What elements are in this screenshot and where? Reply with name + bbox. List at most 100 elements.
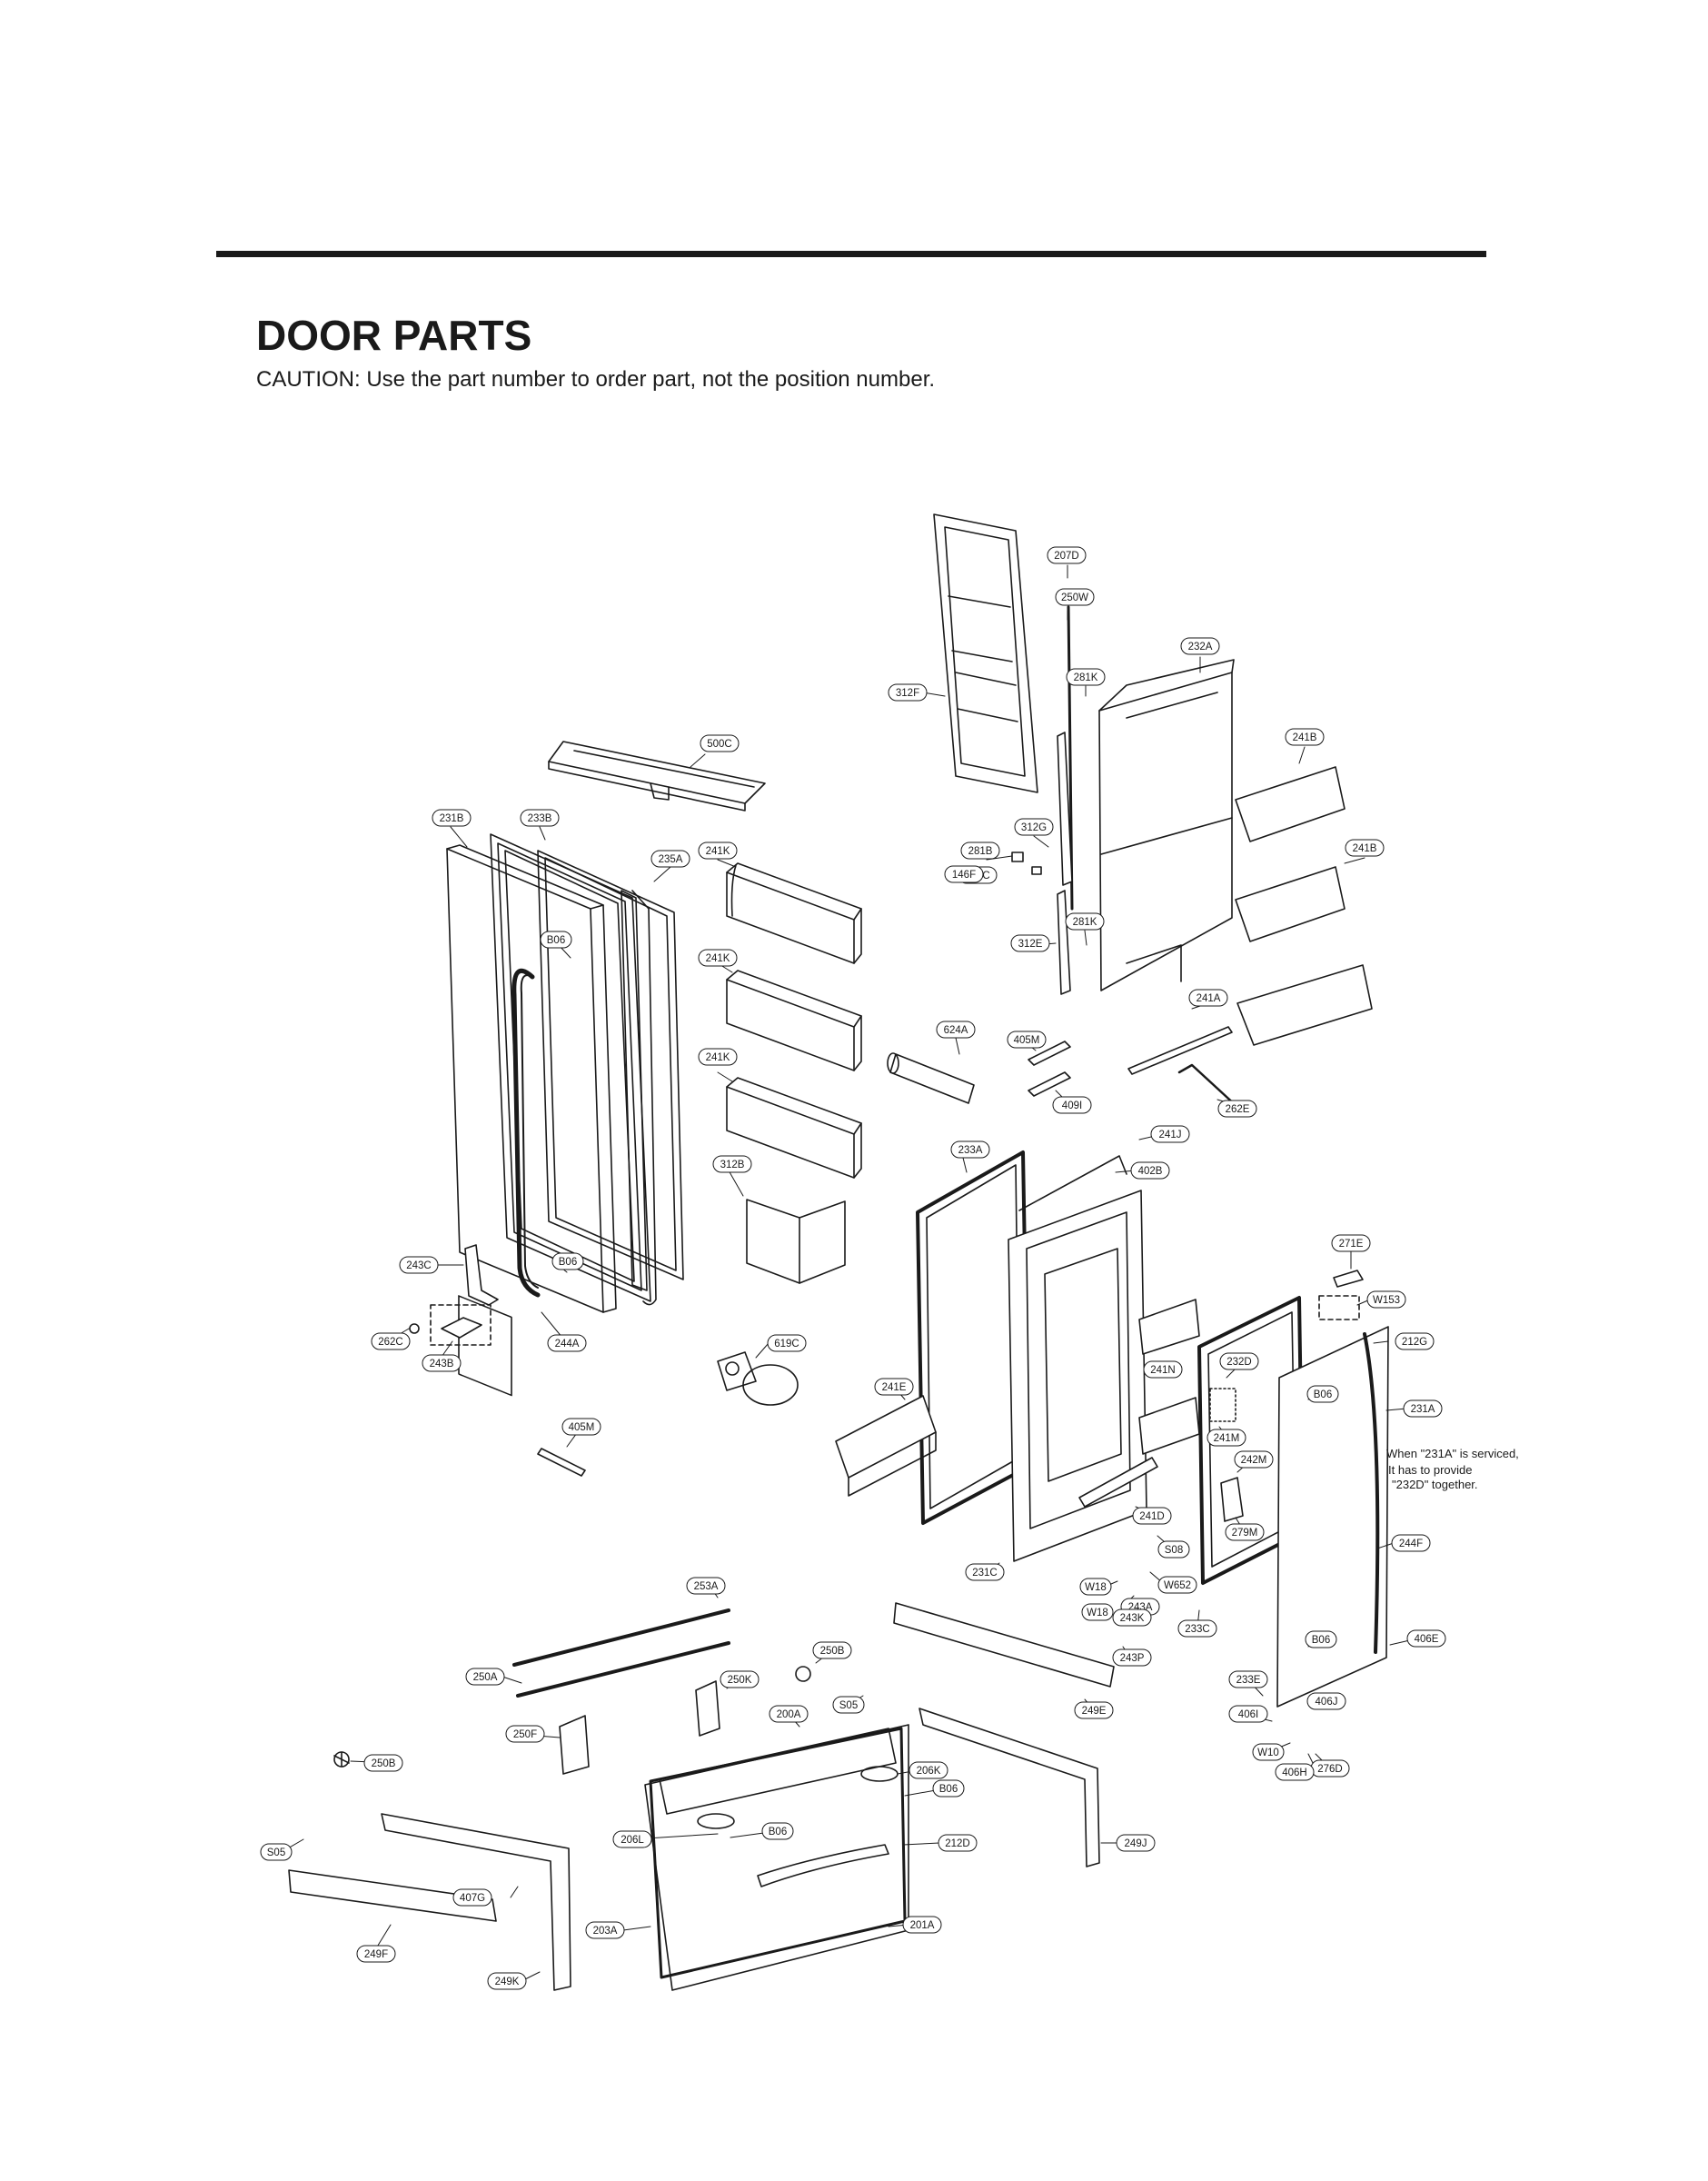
callout-label: 250K [728, 1675, 752, 1686]
callout-bubble [1143, 1360, 1183, 1379]
callout-label: 241M [1214, 1433, 1240, 1444]
callout-249J: 249J [1116, 1834, 1156, 1852]
callout-label: 406E [1415, 1634, 1439, 1645]
inner-door-231C [1008, 1155, 1147, 1562]
callout-207D: 207D [1047, 546, 1087, 564]
callout-label: W18 [1087, 1608, 1108, 1618]
callout-bubble [1234, 1450, 1274, 1469]
callout-label: 241J [1159, 1130, 1182, 1140]
callout-bubble [1305, 1630, 1337, 1648]
callout-label: 212D [945, 1838, 970, 1849]
callout-bubble [1116, 1834, 1156, 1852]
callout-bubble [1395, 1332, 1435, 1350]
callout-label: 241D [1139, 1511, 1165, 1522]
callout-bubble [371, 1332, 411, 1350]
callout-bubble [260, 1843, 293, 1861]
bar-409I [1028, 1071, 1071, 1097]
callout-233E: 233E [1228, 1670, 1268, 1688]
callout-label: 249K [495, 1977, 520, 1987]
callout-label: 405M [569, 1422, 595, 1433]
callout-label: 231B [440, 813, 464, 824]
callout-243B: 243B [422, 1354, 462, 1372]
callout-281B: 281B [960, 842, 1000, 860]
callout-233B: 233B [520, 809, 560, 827]
rail-249E [893, 1602, 1115, 1688]
callout-label: 241B [1353, 843, 1377, 854]
callout-bubble [1217, 1100, 1257, 1118]
bracket-249K [381, 1813, 571, 1991]
callout-bubble [1112, 1608, 1152, 1627]
callout-bubble [1010, 934, 1050, 952]
callout-bubble [1065, 912, 1105, 931]
callout-W652: W652 [1157, 1576, 1197, 1594]
callout-bubble [1007, 1031, 1047, 1049]
callout-212G: 212G [1395, 1332, 1435, 1350]
callout-bubble [520, 809, 560, 827]
callout-bubble [1306, 1692, 1346, 1710]
callout-bubble [1130, 1161, 1170, 1180]
callout-W153: W153 [1366, 1290, 1406, 1309]
callout-244A: 244A [547, 1334, 587, 1352]
callout-241N: 241N [1143, 1360, 1183, 1379]
callout-bubble [874, 1378, 914, 1396]
callout-B06: B06 [1306, 1385, 1339, 1403]
callout-bubble [356, 1945, 396, 1963]
callout-bubble [465, 1668, 505, 1686]
callout-label: W153 [1373, 1295, 1400, 1306]
callout-406J: 406J [1306, 1692, 1346, 1710]
callout-bubble [1345, 839, 1385, 857]
callout-243K: 243K [1112, 1608, 1152, 1627]
callout-label: 206L [621, 1835, 644, 1846]
callout-250A: 250A [465, 1668, 505, 1686]
callout-label: B06 [547, 935, 565, 946]
callout-243P: 243P [1112, 1648, 1152, 1667]
callout-405M: 405M [1007, 1031, 1047, 1049]
strip-312G [1057, 732, 1073, 886]
callout-label: B06 [939, 1784, 958, 1795]
callout-bubble [698, 949, 738, 967]
callout-402B: 402B [1130, 1161, 1170, 1180]
callout-bubble [944, 865, 984, 883]
callout-233C: 233C [1177, 1619, 1217, 1638]
callout-250B: 250B [812, 1641, 852, 1659]
callout-241M: 241M [1207, 1429, 1246, 1447]
callout-label: 406H [1282, 1768, 1307, 1778]
callout-276D: 276D [1310, 1759, 1350, 1778]
callout-label: S05 [839, 1700, 858, 1711]
callout-label: 233A [958, 1145, 983, 1156]
clip-146F [1031, 866, 1042, 875]
callout-label: B06 [1314, 1389, 1332, 1400]
callout-B06: B06 [1305, 1630, 1337, 1648]
callout-label: 312G [1021, 822, 1047, 833]
callout-bubble [1219, 1352, 1259, 1370]
upper-door-liner-312F [933, 513, 1038, 793]
callout-label: 405M [1014, 1035, 1040, 1046]
callout-label: 249E [1082, 1706, 1107, 1717]
callout-label: W18 [1085, 1582, 1107, 1593]
callout-241E: 241E [874, 1378, 914, 1396]
callout-241D: 241D [1132, 1507, 1172, 1525]
callout-bubble [547, 1334, 587, 1352]
bins-241N-241M [1138, 1299, 1200, 1455]
roller-250B-left [333, 1751, 350, 1768]
filter-624A [887, 1052, 975, 1104]
callout-bubble [960, 842, 1000, 860]
callout-label: B06 [769, 1827, 787, 1837]
callout-bubble [1150, 1125, 1190, 1143]
callout-label: 243K [1120, 1613, 1145, 1624]
callout-label: 232A [1188, 642, 1213, 652]
callout-bubble [585, 1921, 625, 1939]
right-door-231A [1209, 1326, 1389, 1708]
callout-241A: 241A [1188, 989, 1228, 1007]
callout-label: W652 [1164, 1580, 1191, 1591]
callout-241K: 241K [698, 949, 738, 967]
callout-label: 281B [968, 846, 993, 857]
callout-label: 406J [1316, 1697, 1338, 1708]
callout-label: 232D [1226, 1357, 1252, 1368]
callout-bubble [902, 1916, 942, 1934]
page-title: DOOR PARTS [256, 312, 532, 359]
callout-bubble [965, 1563, 1005, 1581]
callout-label: S08 [1165, 1545, 1183, 1556]
door-bins-241K [726, 862, 862, 1179]
hinge-243B [430, 1304, 492, 1346]
